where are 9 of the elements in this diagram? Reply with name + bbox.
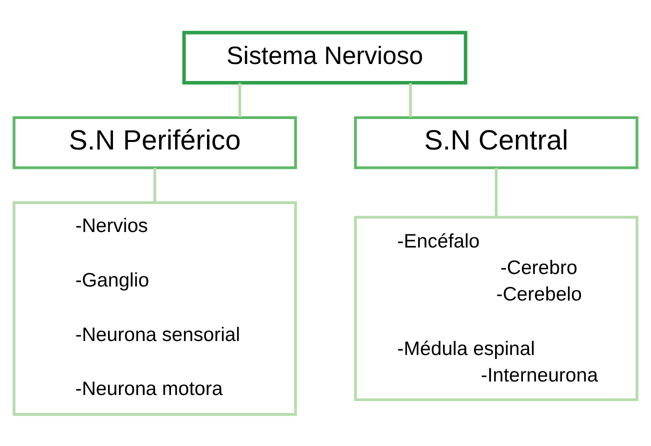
connector [494,167,498,217]
node-box: Sistema Nervioso [182,30,468,84]
connector [409,82,412,117]
node-box: S.N Periférico [12,116,297,169]
connector [238,82,242,117]
node-box: -Encéfalo -Cerebro -Cerebelo -Médula espinal -Interneurona [354,215,638,401]
node-box: S.N Central [354,116,638,169]
node-box: -Nervios -Ganglio -Neurona sensorial -Neurona motora [12,200,297,416]
connector [153,167,156,202]
